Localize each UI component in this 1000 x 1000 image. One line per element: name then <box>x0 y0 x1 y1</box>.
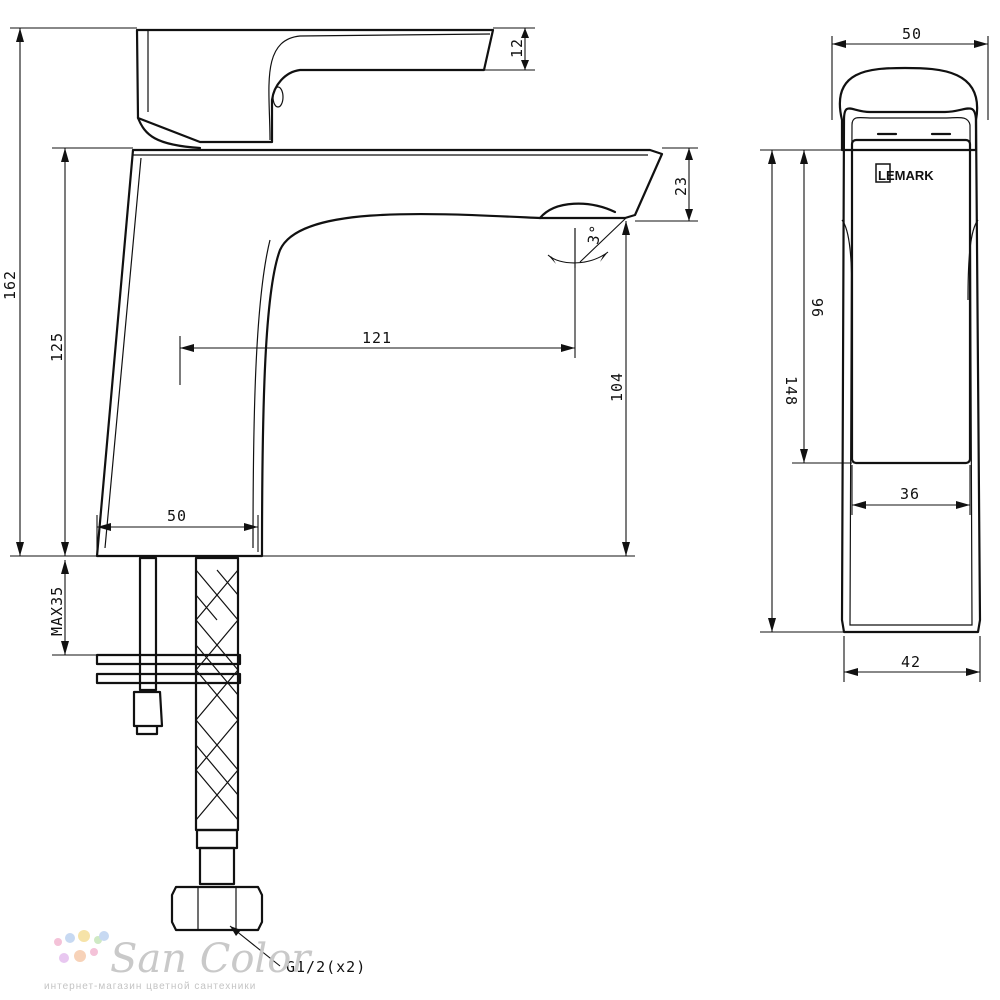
side-handle-face <box>850 138 972 465</box>
braided-hose <box>194 556 240 832</box>
dim-tilt-angle: 3° <box>584 223 605 246</box>
dim-spout-reach: 121 <box>362 329 392 347</box>
faucet-side-view: LEMARK <box>838 66 982 634</box>
aerator <box>538 202 617 220</box>
side-body-outline <box>840 107 982 634</box>
watermark-dot <box>90 948 98 956</box>
watermark-tagline: интернет-магазин цветной сантехники <box>44 981 256 992</box>
handle-outline <box>135 28 495 144</box>
hose-braid-pattern <box>195 569 239 821</box>
hose-ferrule <box>195 828 239 850</box>
brand-logo: LEMARK <box>875 163 934 183</box>
dim-face-height: 96 <box>808 298 826 318</box>
side-view-dimensions: 50 148 96 36 42 <box>760 25 989 682</box>
watermark-dot <box>54 938 62 946</box>
angle-arc <box>547 251 609 264</box>
watermark-dots <box>54 930 109 963</box>
faucet-body-outline <box>95 148 664 558</box>
mounting-washer <box>95 653 242 666</box>
dim-side-height: 148 <box>782 376 800 406</box>
faucet-body-inner-edge <box>104 157 271 549</box>
watermark-dot <box>99 931 109 941</box>
mounting-nut-plate <box>95 672 242 685</box>
handle-neck <box>136 116 202 150</box>
dim-total-height: 162 <box>1 270 19 300</box>
dim-max-mount: MAX35 <box>48 586 66 636</box>
watermark: San Color интернет-магазин цветной санте… <box>44 930 313 992</box>
connection-label: G1/2(x2) <box>286 958 366 976</box>
watermark-name: San Color <box>110 936 313 982</box>
front-view-dimensions: 162 125 MAX35 12 23 121 3° <box>1 27 698 976</box>
side-handle-outline <box>838 66 979 152</box>
dim-face-width: 36 <box>900 485 920 503</box>
watermark-dot <box>65 933 75 943</box>
dim-base-width: 50 <box>167 507 187 525</box>
faucet-front-view <box>95 28 664 558</box>
dim-handle-thickness: 12 <box>508 38 526 58</box>
dim-outlet-height: 104 <box>608 372 626 402</box>
dim-spout-thickness: 23 <box>672 176 690 196</box>
stud-hex-nut <box>132 690 164 736</box>
connection-nut <box>170 885 264 932</box>
dim-body-height: 125 <box>48 332 66 362</box>
dim-side-width-top: 50 <box>902 25 922 43</box>
svg-text:LEMARK: LEMARK <box>878 168 934 183</box>
watermark-dot <box>74 950 86 962</box>
dim-side-width-base: 42 <box>901 653 921 671</box>
watermark-dot <box>78 930 90 942</box>
mounting-assembly <box>95 556 264 932</box>
mounting-stud <box>138 556 158 692</box>
watermark-dot <box>59 953 69 963</box>
